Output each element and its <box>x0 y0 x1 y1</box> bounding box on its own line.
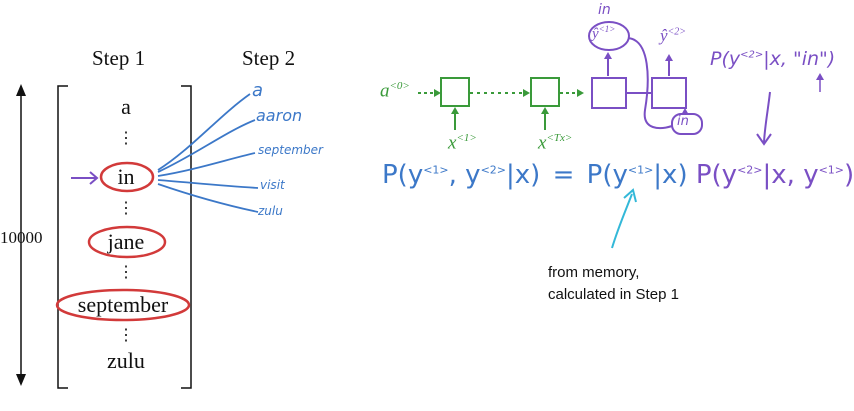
eq-lhs-sup2: <2> <box>480 163 507 177</box>
y2-label: ŷ<2> <box>660 26 686 46</box>
vocab-word-jane: jane <box>107 229 145 254</box>
eq-equals: = <box>552 160 575 190</box>
eq-lhs-p: P(y <box>382 160 424 190</box>
vocab-size-label: 10000 <box>0 228 43 247</box>
vocab-word-a: a <box>121 94 131 119</box>
y1-top-word: in <box>598 2 611 18</box>
step2-word-a: a <box>252 80 264 101</box>
eq-r2-p: P(y <box>695 160 738 190</box>
eq-r1-p: P(y <box>586 160 628 190</box>
step2-word-zulu: zulu <box>258 204 283 218</box>
step2-word-aaron: aaron <box>256 106 303 125</box>
a0-symbol: a <box>380 80 390 102</box>
eq-r2-sup2: <1> <box>818 163 845 177</box>
a0-superscript: <0> <box>389 80 410 92</box>
vocab-word-september: september <box>77 292 169 317</box>
rnn-diagram <box>418 21 824 249</box>
y2-superscript: <2> <box>667 26 687 38</box>
prob-superscript: <2> <box>740 49 764 61</box>
eq-r1-sup: <1> <box>627 163 654 177</box>
prob-rest: |x, "in") <box>763 48 836 70</box>
xTx-superscript: <Tx> <box>546 132 573 144</box>
eq-lhs-sup1: <1> <box>423 163 449 177</box>
xTx-symbol: x <box>538 132 547 154</box>
eq-lhs-mid: , y <box>448 160 481 190</box>
y1-superscript: <1> <box>598 24 616 34</box>
prob-p: P(y <box>710 48 741 70</box>
xTx-label: x<Tx> <box>538 132 572 154</box>
step1-title: Step 1 <box>92 46 146 70</box>
vocab-word-in: in <box>117 164 135 189</box>
vocab-word-zulu: zulu <box>107 348 145 373</box>
factorization-equation: P(y<1>, y<2>|x) = P(y<1>|x) P(y<2>|x, y<… <box>382 160 854 190</box>
eq-r2-close: ) <box>844 160 854 190</box>
eq-r2-end: |x, y <box>762 160 819 190</box>
x1-superscript: <1> <box>456 132 477 144</box>
vocab-bracket-graphic <box>16 84 259 389</box>
step2-title: Step 2 <box>242 46 296 70</box>
y2-symbol: ŷ <box>660 26 668 45</box>
eq-r1-end: |x) <box>653 160 688 190</box>
a0-label: a<0> <box>380 80 410 102</box>
conditional-prob-label: P(y<2>|x, "in") <box>710 48 835 70</box>
in-feedback-word: in <box>677 114 689 129</box>
step2-word-september: september <box>258 143 323 157</box>
eq-r2-sup: <2> <box>737 163 763 177</box>
memory-note: from memory, calculated in Step 1 <box>548 262 679 306</box>
memory-note-line1: from memory, <box>548 264 640 281</box>
step2-word-visit: visit <box>260 178 285 192</box>
x1-label: x<1> <box>448 132 477 154</box>
x1-symbol: x <box>448 132 457 154</box>
y1-symbol: ŷ <box>592 26 599 42</box>
y1-label: ŷ<1> <box>592 24 615 43</box>
memory-note-line2: calculated in Step 1 <box>548 286 679 303</box>
eq-lhs-end: |x) <box>506 160 541 190</box>
